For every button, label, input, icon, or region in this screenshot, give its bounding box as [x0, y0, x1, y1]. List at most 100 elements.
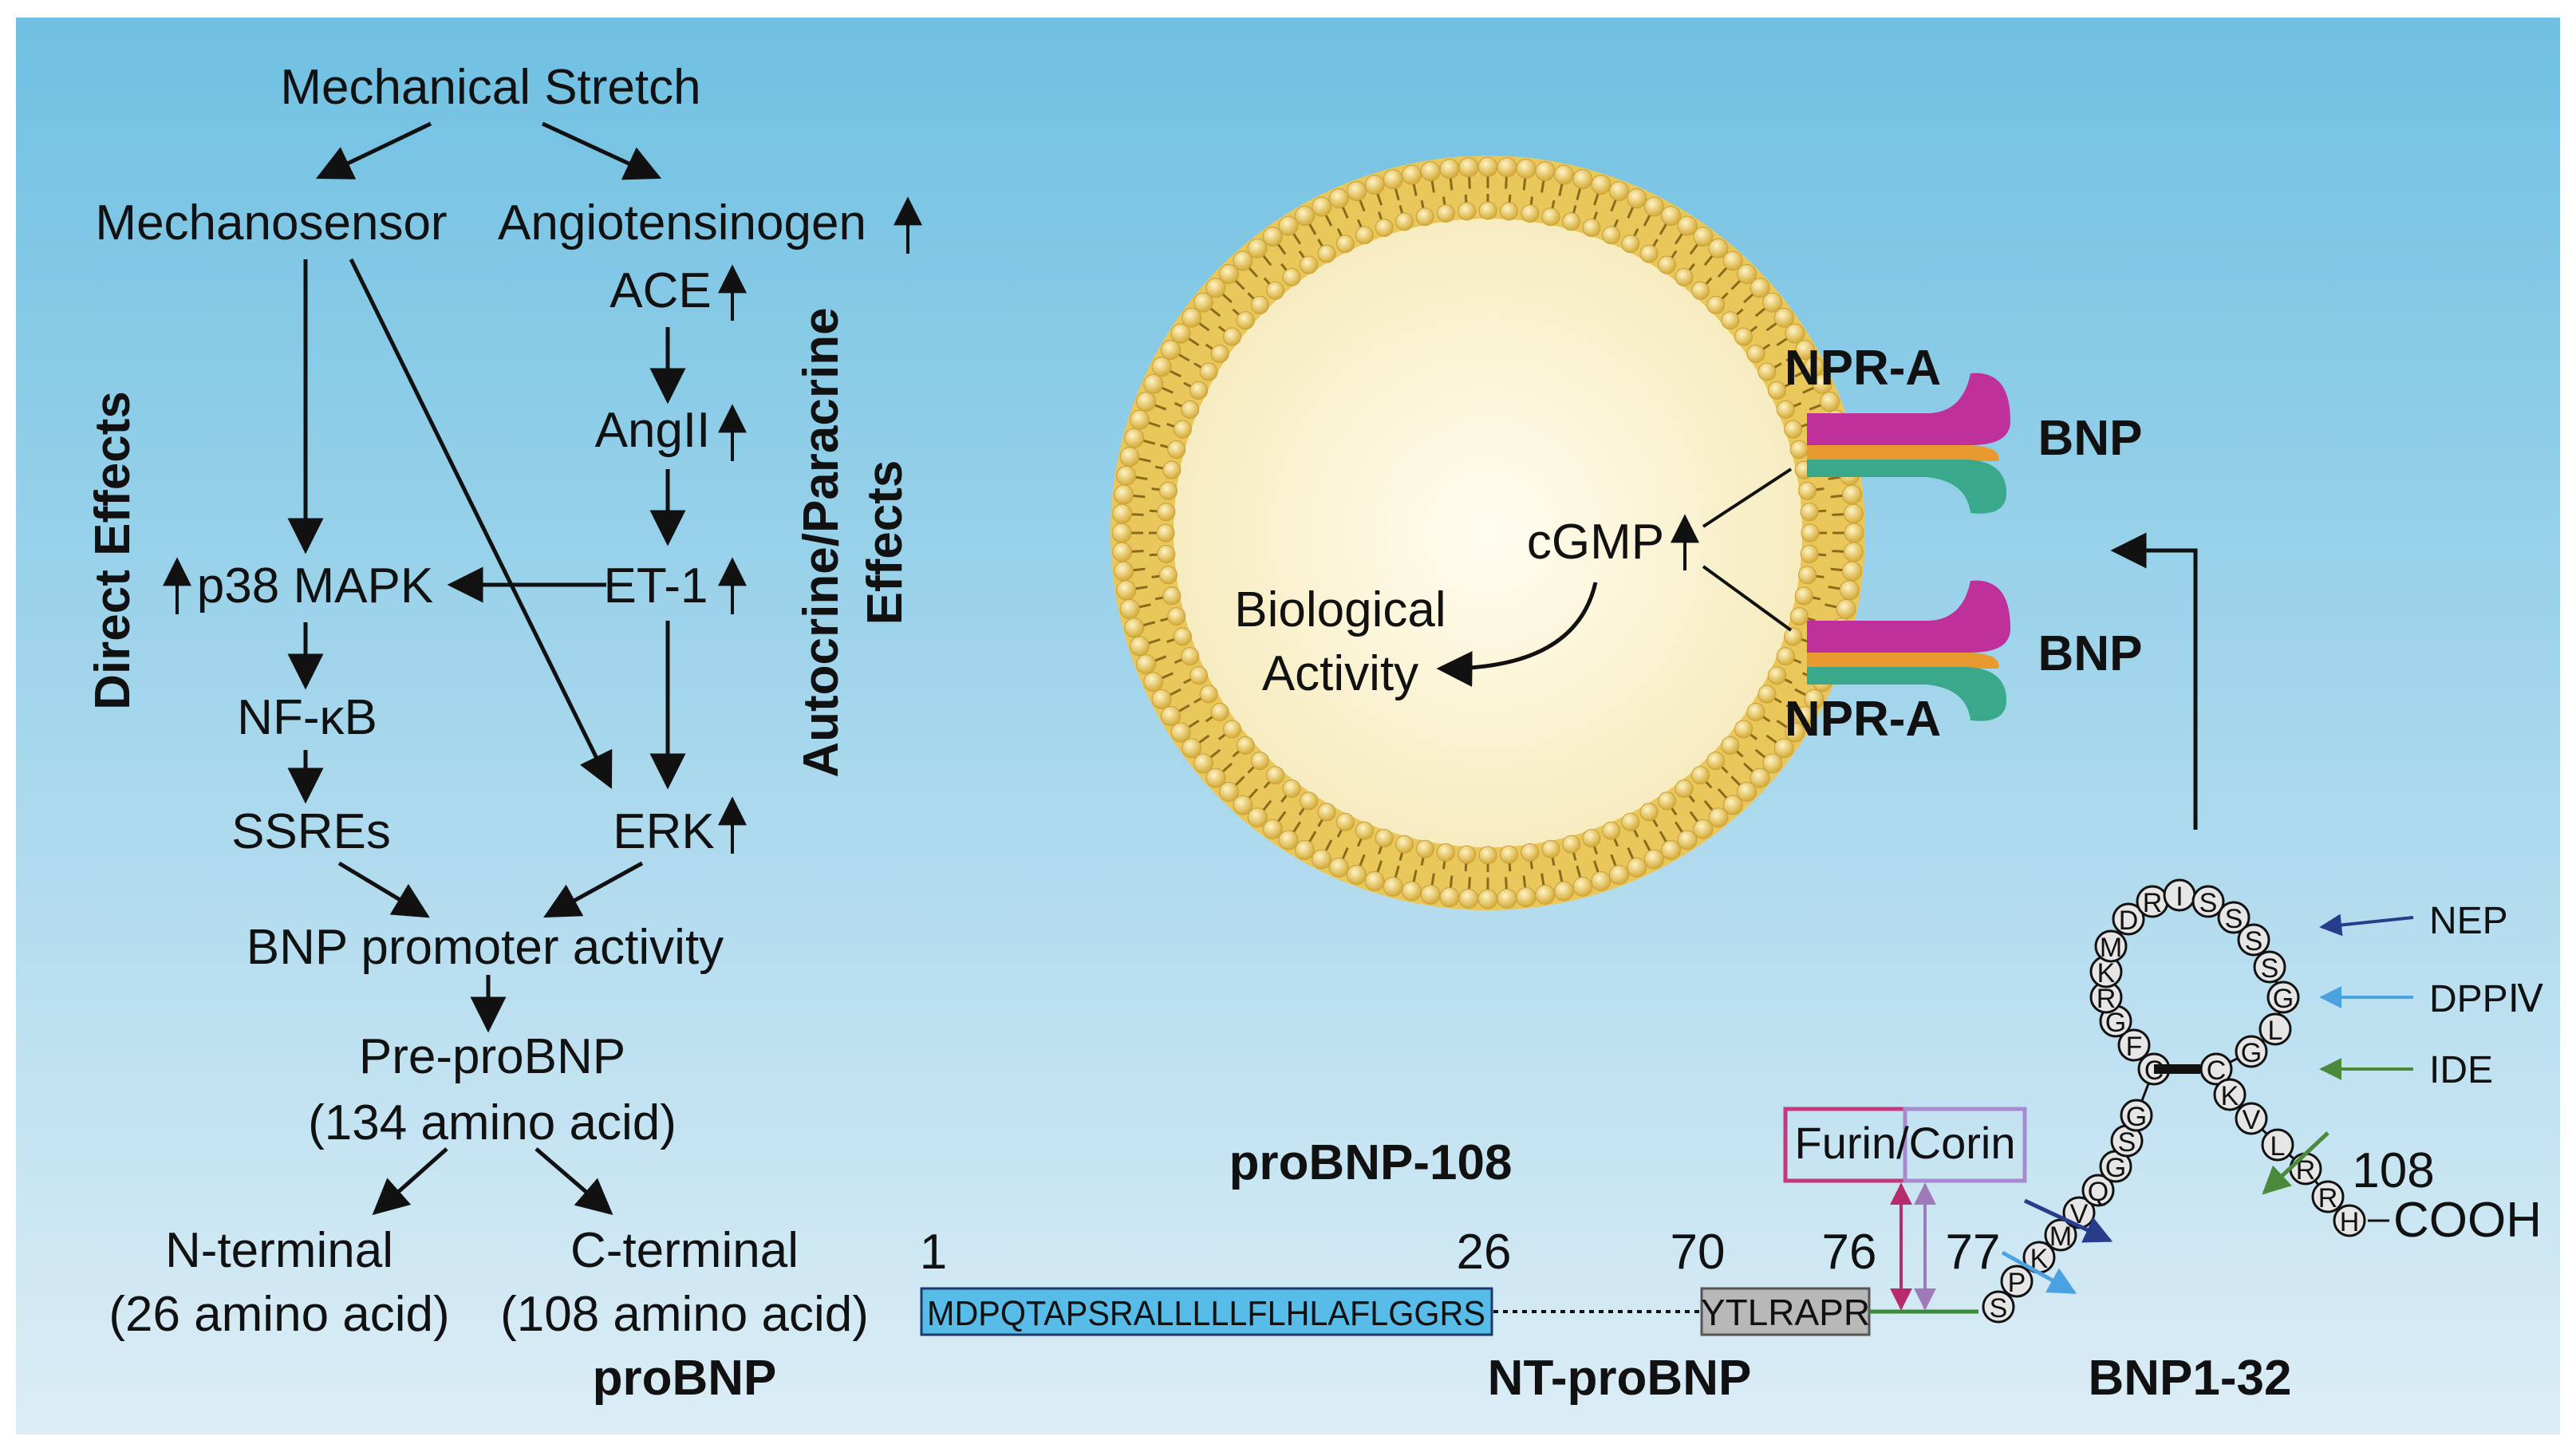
lipid-head	[1233, 795, 1253, 815]
lipid-head	[1693, 819, 1714, 839]
residue-letter: H	[2340, 1207, 2360, 1237]
lipid-head	[1170, 323, 1191, 344]
lipid-head	[1295, 205, 1315, 226]
residue-circle	[2000, 1265, 2034, 1298]
lipid-head	[1210, 345, 1229, 364]
lipid-head	[1776, 647, 1795, 666]
lipid-head	[1762, 292, 1783, 313]
lipid-head	[1158, 566, 1178, 585]
nep-arrow	[2319, 913, 2414, 937]
lipid-head	[1839, 580, 1860, 601]
lipid-head	[1841, 484, 1862, 505]
residue-letter: R	[2318, 1183, 2338, 1213]
lipid-head	[1415, 839, 1434, 858]
lipid-head	[1151, 689, 1172, 709]
lipid-head	[1143, 373, 1164, 394]
lipid-head	[1800, 503, 1819, 522]
lipid-head	[1706, 752, 1726, 771]
lipid-head	[1458, 888, 1479, 909]
lipid-head	[1129, 409, 1150, 430]
residue-letter: S	[2225, 904, 2243, 934]
lipid-head	[1317, 803, 1336, 822]
lipid-head	[1439, 159, 1460, 180]
lipid-head	[1690, 281, 1710, 300]
arrow-preprobnp-to-nterminal	[372, 1147, 448, 1215]
erk-label: ERK	[613, 804, 714, 859]
lipid-head	[1562, 212, 1581, 231]
lipid-head	[1347, 180, 1367, 201]
position-70-label: 70	[1671, 1225, 1726, 1280]
lipid-head	[1591, 871, 1611, 892]
mechanical-stretch-label: Mechanical Stretch	[280, 60, 700, 115]
residue-circle	[2191, 885, 2225, 918]
lipid-head	[1535, 161, 1556, 182]
residue-circle	[2235, 1102, 2268, 1135]
mechanosensor-label: Mechanosensor	[95, 195, 447, 251]
residue-circle	[2333, 1204, 2366, 1237]
lipid-head	[1661, 840, 1681, 861]
lipid-head	[1205, 278, 1226, 298]
lipid-head	[1602, 226, 1621, 245]
lipid-head	[1135, 653, 1156, 674]
lipid-head	[1112, 503, 1133, 524]
preprobnp-length-label: (134 amino acid)	[308, 1095, 677, 1150]
residue-letter: S	[2118, 1127, 2136, 1158]
lipid-head	[1383, 876, 1403, 897]
lipid-head	[1675, 267, 1694, 286]
residue-letter: I	[2176, 882, 2183, 912]
lipid-head	[1639, 803, 1659, 822]
lipid-head	[1312, 196, 1332, 217]
probnp-108-label: proBNP-108	[1229, 1135, 1513, 1190]
arrow-mechanosensor-to-erk	[349, 258, 613, 790]
lipid-head	[1478, 846, 1497, 865]
cgmp-label: cGMP	[1527, 515, 1664, 570]
cell-interior	[1174, 219, 1802, 847]
lipid-head	[1129, 636, 1150, 657]
lipid-head	[1737, 263, 1757, 284]
lipid-head	[1499, 845, 1518, 864]
lipid-head	[1112, 542, 1133, 562]
residue-letter: P	[2008, 1268, 2026, 1298]
lipid-head	[1708, 238, 1729, 258]
residue-circle	[2217, 901, 2251, 934]
lipid-head	[1521, 843, 1540, 862]
direct-effects-label: Direct Effects	[85, 391, 140, 710]
residue-letter: M	[2049, 1221, 2072, 1252]
lipid-head	[1627, 857, 1647, 878]
lipid-head	[1458, 845, 1477, 864]
dppiv-label: DPPⅣ	[2429, 978, 2543, 1020]
npr-a-bottom-label: NPR-A	[1785, 692, 1941, 747]
lipid-head	[1789, 440, 1809, 459]
arrow-bnp-to-receptor	[2110, 532, 2198, 830]
lipid-head	[1250, 752, 1269, 771]
lipid-head	[1499, 202, 1518, 221]
lipid-head	[1247, 238, 1268, 258]
lipid-head	[1395, 835, 1414, 854]
nep-cleavage-arrow	[2023, 1198, 2113, 1243]
residue-circle	[2237, 923, 2270, 957]
lipid-head	[1477, 889, 1498, 909]
lipid-head	[1844, 523, 1864, 543]
lipid-head	[1167, 607, 1186, 626]
residue-circle	[2081, 1174, 2115, 1207]
biological-label: Biological	[1234, 582, 1446, 637]
lipid-head	[1218, 782, 1239, 803]
lipid-head	[1160, 340, 1181, 360]
residue-circle	[2311, 1180, 2345, 1213]
lipid-head	[1693, 227, 1714, 247]
lipid-head	[1236, 311, 1255, 330]
lipid-head	[1189, 381, 1209, 400]
lipid-head	[1193, 292, 1213, 313]
lipid-head	[1222, 720, 1241, 739]
ssres-label: SSREs	[231, 804, 391, 859]
lipid-head	[1767, 381, 1786, 400]
furin-corin-label: Furin/Corin	[1795, 1118, 2016, 1168]
residue-letter: V	[2243, 1105, 2261, 1135]
et1-label: ET-1	[604, 558, 708, 614]
lipid-head	[1439, 886, 1460, 907]
cell: NPR-A NPR-A BNP BNP cGMP Biological Acti…	[1110, 156, 2198, 910]
residue-letter: M	[2100, 933, 2122, 963]
residue-circle	[2120, 1099, 2153, 1132]
lipid-head	[1181, 307, 1202, 328]
lipid-head	[1383, 169, 1403, 190]
